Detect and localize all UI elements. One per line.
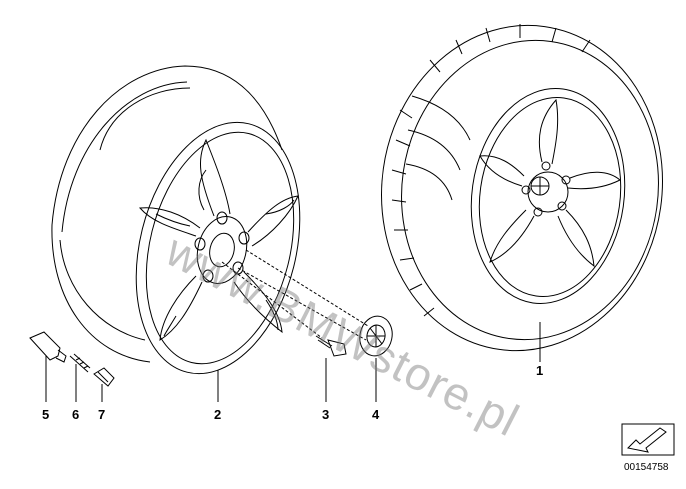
valve-cap-drawing — [93, 367, 115, 387]
callout-leaders — [45, 322, 541, 402]
valve-core-drawing — [69, 353, 91, 373]
callout-5[interactable]: 5 — [42, 407, 50, 422]
valve-drawing — [29, 331, 67, 363]
wheel-bolt-drawing — [315, 335, 347, 357]
assembly-lines — [221, 249, 369, 341]
callout-2[interactable]: 2 — [214, 407, 222, 422]
document-number: 00154758 — [624, 462, 669, 473]
alloy-rim-drawing — [51, 65, 301, 375]
complete-wheel-drawing — [381, 24, 663, 352]
callout-7[interactable]: 7 — [98, 407, 106, 422]
orientation-box — [621, 423, 675, 456]
callout-3[interactable]: 3 — [322, 407, 330, 422]
callout-4[interactable]: 4 — [372, 407, 380, 422]
callout-6[interactable]: 6 — [72, 407, 80, 422]
hub-cap-drawing — [359, 315, 393, 357]
callout-1[interactable]: 1 — [536, 363, 544, 378]
